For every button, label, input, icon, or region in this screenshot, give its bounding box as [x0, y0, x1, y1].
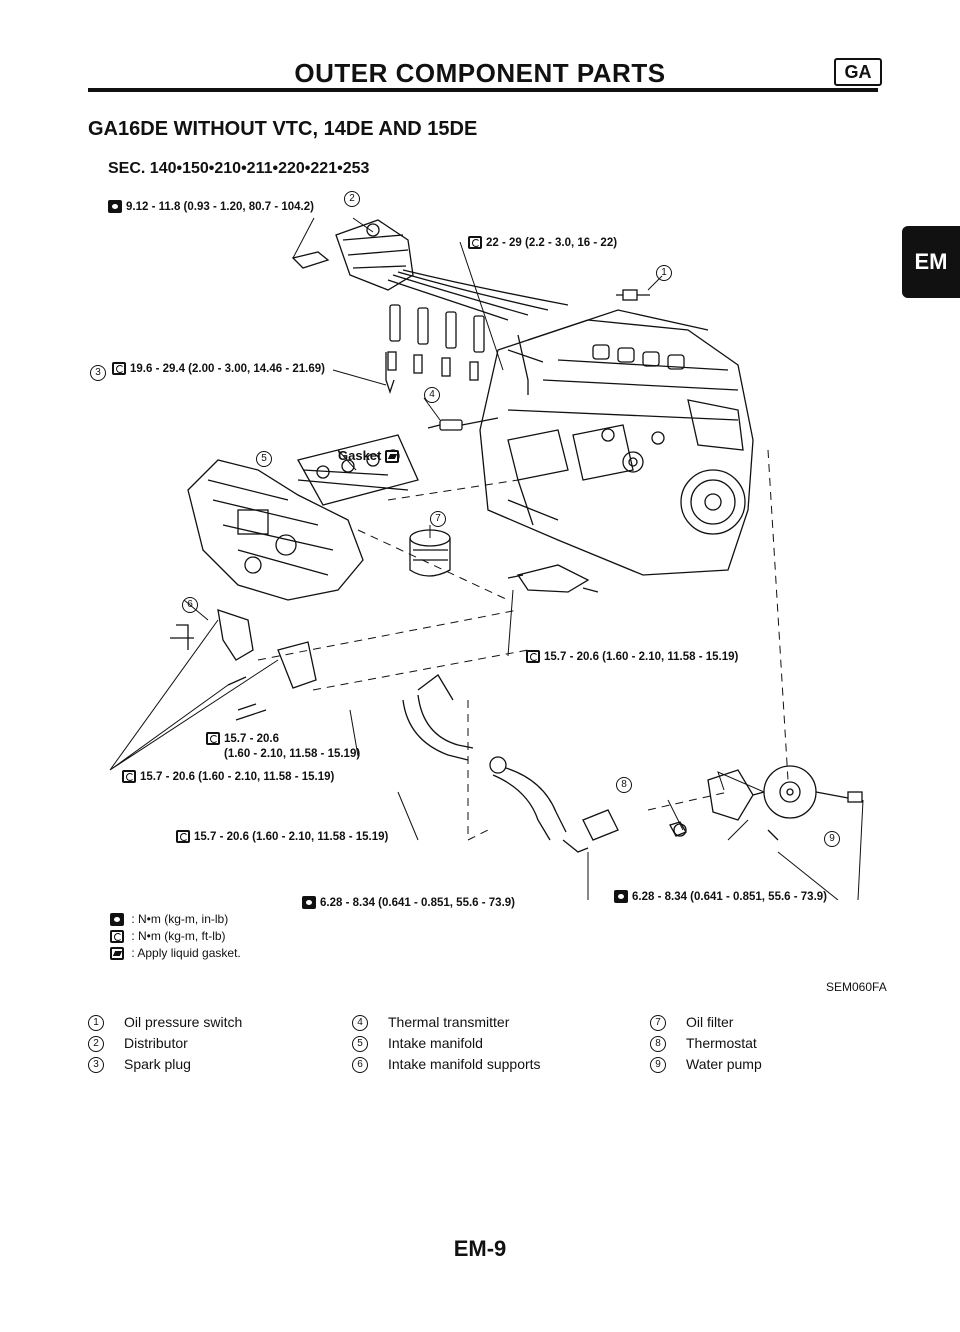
torque-bracket-bolts: 15.7 - 20.6 (1.60 - 2.10, 11.58 - 15.19) — [526, 650, 738, 663]
callout-1: 1 — [656, 262, 692, 281]
exploded-diagram — [109, 217, 864, 900]
callout-5: 5 — [256, 448, 292, 467]
torque-in-lb-icon — [614, 890, 628, 903]
callout-7: 7 — [430, 508, 466, 527]
torque-ft-lb-icon — [122, 770, 136, 783]
callout-4: 4 — [424, 384, 460, 403]
torque-thermostat-housing: 6.28 - 8.34 (0.641 - 0.851, 55.6 - 73.9) — [302, 896, 515, 909]
liquid-gasket-icon — [110, 947, 124, 960]
legend-ft-lb: : N•m (kg-m, ft-lb) — [110, 929, 226, 943]
page-number: EM-9 — [453, 1236, 507, 1261]
torque-ft-lb-icon — [176, 830, 190, 843]
thermal-transmitter-illustration — [427, 417, 499, 431]
callout-3: 3 — [90, 362, 126, 381]
torque-ft-lb-icon — [206, 732, 220, 745]
oil-pressure-switch-illustration — [507, 289, 650, 395]
callout-6: 6 — [182, 594, 218, 613]
torque-intake-a: 15.7 - 20.6 — [206, 732, 279, 745]
liquid-gasket-icon — [385, 450, 399, 463]
leader-lines — [109, 217, 864, 900]
sec-code: SEC. 140•150•210•211•220•221•253 — [108, 160, 370, 177]
water-pump-illustration — [707, 765, 863, 841]
torque-ft-lb-icon — [468, 236, 482, 249]
dashed-alignment-lines — [257, 449, 789, 841]
torque-intake-c: 15.7 - 20.6 (1.60 - 2.10, 11.58 - 15.19) — [176, 830, 388, 843]
torque-intake-a-line2: (1.60 - 2.10, 11.58 - 15.19) — [224, 748, 361, 760]
torque-in-lb-icon — [108, 200, 122, 213]
section-title: GA16DE WITHOUT VTC, 14DE AND 15DE — [88, 118, 478, 140]
water-hose-illustration — [402, 674, 619, 853]
intake-manifold-supports-illustration — [170, 564, 599, 721]
torque-ft-lb-icon — [112, 362, 126, 375]
torque-ft-lb-icon — [110, 930, 124, 943]
legend-liquid-gasket: : Apply liquid gasket. — [110, 946, 241, 960]
torque-spark-plug: 19.6 - 29.4 (2.00 - 3.00, 14.46 - 21.69) — [112, 362, 325, 375]
engine-block-illustration — [479, 309, 754, 576]
thermostat-illustration — [669, 821, 687, 837]
intake-manifold-illustration — [187, 459, 409, 601]
header-rule — [88, 88, 878, 92]
torque-distributor: 9.12 - 11.8 (0.93 - 1.20, 80.7 - 104.2) — [108, 200, 314, 213]
callout-8: 8 — [616, 774, 652, 793]
callout-9: 9 — [824, 828, 860, 847]
page-title: OUTER COMPONENT PARTS — [294, 58, 666, 88]
engine-badge: GA — [834, 58, 882, 86]
torque-ft-lb-icon — [526, 650, 540, 663]
torque-intake-b: 15.7 - 20.6 (1.60 - 2.10, 11.58 - 15.19) — [122, 770, 334, 783]
callout-2: 2 — [344, 188, 380, 207]
torque-water-pump: 6.28 - 8.34 (0.641 - 0.851, 55.6 - 73.9) — [614, 890, 827, 903]
gasket-label: Gasket — [338, 448, 403, 463]
torque-in-lb-icon — [110, 913, 124, 926]
torque-oil-pressure-switch: 22 - 29 (2.2 - 3.0, 16 - 22) — [468, 236, 617, 249]
section-tab-em[interactable]: EM — [902, 226, 960, 298]
legend-in-lb: : N•m (kg-m, in-lb) — [110, 912, 228, 926]
torque-in-lb-icon — [302, 896, 316, 909]
figure-reference-code: SEM060FA — [826, 980, 887, 994]
gasket-illustration — [297, 434, 419, 506]
distributor-illustration — [291, 219, 569, 395]
